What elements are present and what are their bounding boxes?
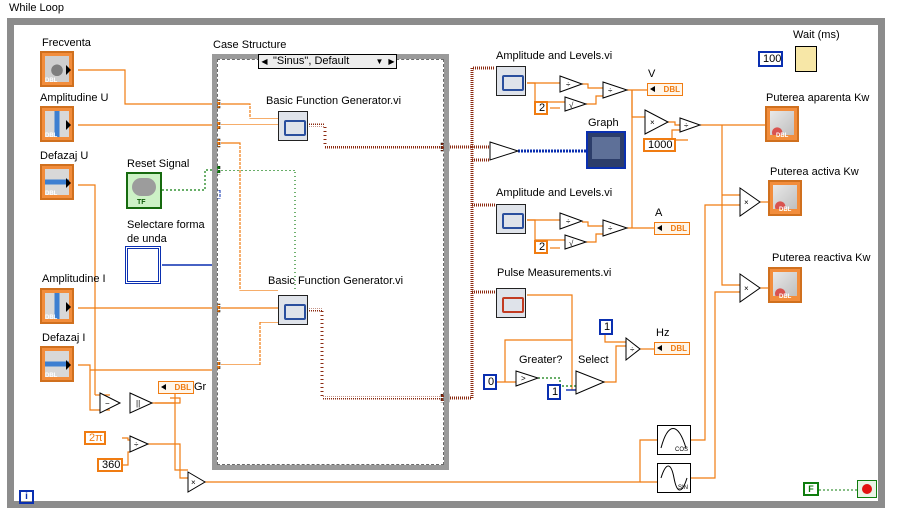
next-case-icon[interactable]: ▶	[388, 57, 395, 66]
a-indicator[interactable]: DBL	[654, 222, 690, 235]
svg-text:||: ||	[136, 399, 140, 408]
hz-label: Hz	[656, 327, 670, 339]
frecventa-knob-icon[interactable]: DBL	[40, 51, 74, 87]
greater-label: Greater?	[519, 354, 563, 366]
v-indicator[interactable]: DBL	[647, 83, 683, 96]
constant-2b[interactable]: 2	[534, 240, 548, 254]
constant-360[interactable]: 360	[97, 458, 123, 472]
sine-function-icon[interactable]: SIN	[657, 463, 691, 493]
v-label: V	[648, 68, 656, 80]
stop-wire	[819, 489, 857, 491]
svg-text:×: ×	[650, 118, 655, 127]
svg-text:÷: ÷	[566, 80, 571, 89]
case-structure-label: Case Structure	[213, 39, 287, 51]
constant-0[interactable]: 0	[483, 374, 497, 390]
hz-indicator[interactable]: DBL	[654, 342, 690, 355]
svg-text:−: −	[105, 399, 110, 408]
p-reactiva-label: Puterea reactiva Kw	[772, 252, 871, 264]
a-label: A	[655, 207, 663, 219]
case-selector[interactable]: ◀ "Sinus", Default ▼ ▶	[258, 54, 397, 69]
prev-case-icon[interactable]: ◀	[261, 57, 268, 66]
gr-indicator[interactable]: DBL	[158, 381, 194, 394]
while-loop-label: While Loop	[9, 2, 65, 14]
pulse-label: Pulse Measurements.vi	[497, 267, 612, 279]
select-label: Select	[578, 354, 609, 366]
reset-signal-toggle-icon[interactable]: TF	[126, 172, 162, 209]
constant-1b[interactable]: 1	[599, 319, 613, 335]
p-activa-gauge-icon[interactable]: DBL	[768, 180, 802, 216]
graph-label: Graph	[588, 117, 619, 129]
defazaj-u-label: Defazaj U	[40, 150, 89, 162]
gr-label: Gr	[194, 381, 207, 393]
while-loop-frame[interactable]	[7, 18, 885, 508]
basic-function-generator-2-icon[interactable]	[278, 295, 308, 325]
svg-text:×: ×	[744, 284, 749, 293]
svg-text:÷: ÷	[566, 217, 571, 226]
case-structure-inner	[217, 59, 444, 465]
svg-text:÷: ÷	[134, 440, 139, 449]
waveform-select-enum-icon[interactable]	[125, 246, 161, 284]
amplitude-levels-2-icon[interactable]	[496, 204, 526, 234]
basic-function-generator-1-icon[interactable]	[278, 111, 308, 141]
bfg2-label: Basic Function Generator.vi	[268, 275, 404, 287]
constant-2pi[interactable]: 2π	[84, 431, 106, 445]
p-activa-label: Puterea activa Kw	[770, 166, 859, 178]
constant-1a[interactable]: 1	[547, 384, 561, 400]
svg-text:√: √	[569, 239, 574, 248]
false-constant[interactable]: F	[803, 482, 819, 496]
loop-condition-stop-icon[interactable]	[857, 480, 877, 498]
defazaj-u-slider-icon[interactable]: DBL	[40, 164, 74, 200]
p-reactiva-gauge-icon[interactable]: DBL	[768, 267, 802, 303]
wait-ms-constant[interactable]: 100	[758, 51, 783, 67]
iteration-terminal: i	[19, 490, 34, 504]
svg-text:×: ×	[744, 198, 749, 207]
pulse-measurements-icon[interactable]	[496, 288, 526, 318]
frecventa-label: Frecventa	[42, 37, 91, 49]
al1-label: Amplitude and Levels.vi	[496, 50, 613, 62]
p-aparenta-label: Puterea aparenta Kw	[766, 92, 870, 104]
defazaj-i-label: Defazaj I	[42, 332, 86, 344]
bfg1-label: Basic Function Generator.vi	[266, 95, 402, 107]
svg-text:÷: ÷	[608, 86, 613, 95]
selectare-label: Selectare forma de unda	[127, 219, 205, 245]
al2-label: Amplitude and Levels.vi	[496, 187, 613, 199]
p-aparenta-gauge-icon[interactable]: DBL	[765, 106, 799, 142]
defazaj-i-slider-icon[interactable]: DBL	[40, 346, 74, 382]
wait-label: Wait (ms)	[793, 29, 840, 41]
svg-text:÷: ÷	[630, 345, 635, 354]
amplitudine-u-label: Amplitudine U	[40, 92, 109, 104]
constant-2a[interactable]: 2	[534, 101, 548, 115]
svg-text:√: √	[569, 101, 574, 110]
case-structure-frame[interactable]	[212, 54, 449, 470]
wait-clock-icon[interactable]	[795, 46, 817, 72]
amplitudine-i-label: Amplitudine I	[42, 273, 106, 285]
graph-indicator-icon[interactable]	[586, 131, 626, 169]
svg-text:>: >	[521, 374, 526, 383]
svg-text:×: ×	[191, 478, 196, 487]
case-selector-value: "Sinus", Default	[273, 55, 350, 67]
amplitude-levels-1-icon[interactable]	[496, 66, 526, 96]
amplitudine-u-slider-icon[interactable]: DBL	[40, 106, 74, 142]
svg-text:÷: ÷	[608, 224, 613, 233]
amplitudine-i-slider-icon[interactable]: DBL	[40, 288, 74, 324]
reset-signal-label: Reset Signal	[127, 158, 190, 170]
constant-1000[interactable]: 1000	[643, 138, 676, 152]
svg-text:÷: ÷	[684, 121, 689, 130]
case-dropdown-icon[interactable]: ▼	[375, 57, 384, 66]
cosine-function-icon[interactable]: COS	[657, 425, 691, 455]
